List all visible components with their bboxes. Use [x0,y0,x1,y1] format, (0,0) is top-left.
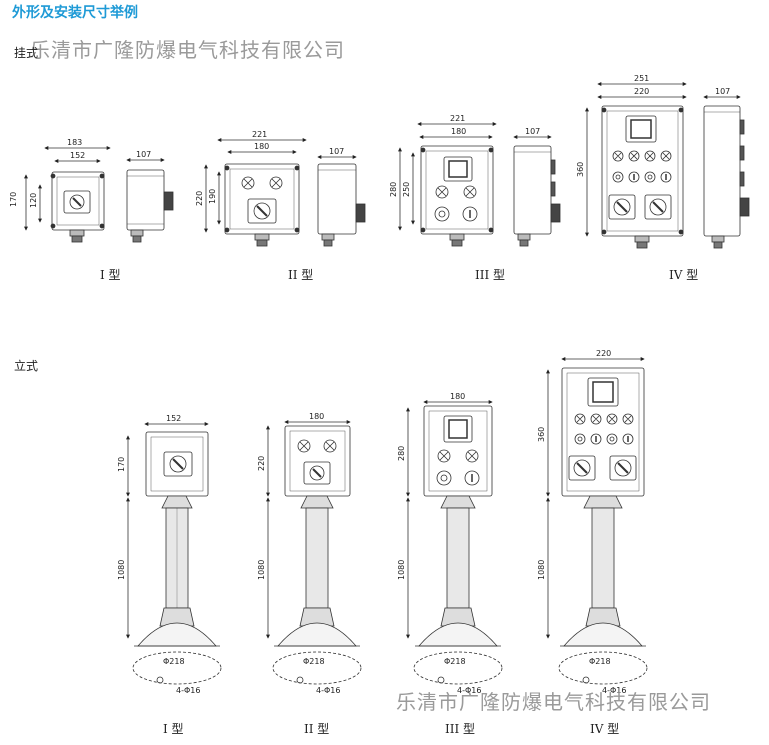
w4-depth: 107 [715,87,730,96]
stand-type-3 [406,400,503,685]
s4-box-h: 360 [537,427,546,442]
s4-holes: 4-Φ16 [602,686,626,695]
s4-pole-h: 1080 [537,560,546,580]
w2-outer: 221 [252,130,267,139]
s1-holes: 4-Φ16 [176,686,200,695]
wall-type-1-front [24,146,111,243]
wall-type-2-front [204,138,307,247]
stand-type-2 [266,420,362,685]
wall-type-4-front [585,82,687,249]
wall-caption-1: I 型 [100,268,121,282]
wall-type-3-front [398,122,497,247]
w4-inner: 220 [634,87,649,96]
s3-pole-h: 1080 [397,560,406,580]
s3-base: Φ218 [444,657,466,666]
s1-base: Φ218 [163,657,185,666]
w1-inner: 152 [70,151,85,160]
page-title: 外形及安装尺寸举例 [12,5,138,21]
s1-width: 152 [166,414,181,423]
wall-type-3-side [513,135,561,247]
wall-type-2-side [317,155,366,247]
stand-caption-3: III 型 [445,722,476,736]
w1-h-inner: 120 [29,193,38,208]
s3-width: 180 [450,392,465,401]
wall-caption-3: III 型 [475,268,506,282]
s4-width: 220 [596,349,611,358]
wall-caption-2: II 型 [288,268,314,282]
stand-caption-2: II 型 [304,722,330,736]
w3-h-inner: 250 [402,182,411,197]
stand-type-1 [126,422,222,685]
s2-width: 180 [309,412,324,421]
section-wall-label: 挂式 [14,46,39,60]
w1-outer: 183 [67,138,82,147]
w4-outer: 251 [634,74,649,83]
w2-h-inner: 190 [208,189,217,204]
w2-h-outer: 220 [195,191,204,206]
s3-holes: 4-Φ16 [457,686,481,695]
w3-outer: 221 [450,114,465,123]
w2-inner: 180 [254,142,269,151]
s3-box-h: 280 [397,446,406,461]
w1-h-outer: 170 [9,192,18,207]
s2-box-h: 220 [257,456,266,471]
wall-caption-4: IV 型 [669,268,699,282]
wall-type-1-side [126,158,174,243]
s2-base: Φ218 [303,657,325,666]
stand-caption-4: IV 型 [590,722,620,736]
w3-depth: 107 [525,127,540,136]
s2-pole-h: 1080 [257,560,266,580]
watermark-top: 乐清市广隆防爆电气科技有限公司 [30,38,345,62]
stand-type-4 [546,357,648,685]
w1-depth: 107 [136,150,151,159]
stand-caption-1: I 型 [163,722,184,736]
section-stand-label: 立式 [14,359,39,373]
w3-h-outer: 280 [389,182,398,197]
s1-pole-h: 1080 [117,560,126,580]
watermark-bottom: 乐清市广隆防爆电气科技有限公司 [396,690,711,714]
w4-h-outer: 360 [576,162,585,177]
w2-depth: 107 [329,147,344,156]
wall-type-4-side [703,95,750,249]
w3-inner: 180 [451,127,466,136]
s1-box-h: 170 [117,457,126,472]
s4-base: Φ218 [589,657,611,666]
s2-holes: 4-Φ16 [316,686,340,695]
